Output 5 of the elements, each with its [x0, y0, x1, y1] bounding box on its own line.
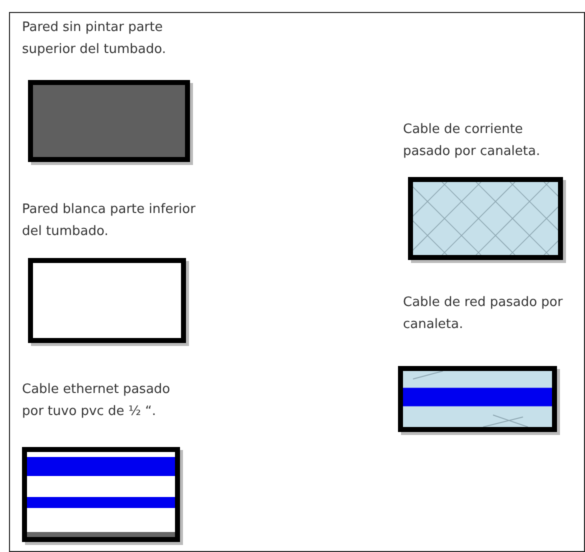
legend-label: Cable de corriente pasado por canaleta.: [403, 121, 542, 161]
legend-label: Cable ethernet pasado por tuvo pvc de ½ “.: [22, 381, 172, 421]
legend-label: Cable de red pasado por canaleta.: [403, 294, 563, 334]
legend-label: Pared sin pintar parte superior del tumbado.: [22, 19, 167, 59]
legend-label: Pared blanca parte inferior del tumbado.: [22, 201, 196, 241]
